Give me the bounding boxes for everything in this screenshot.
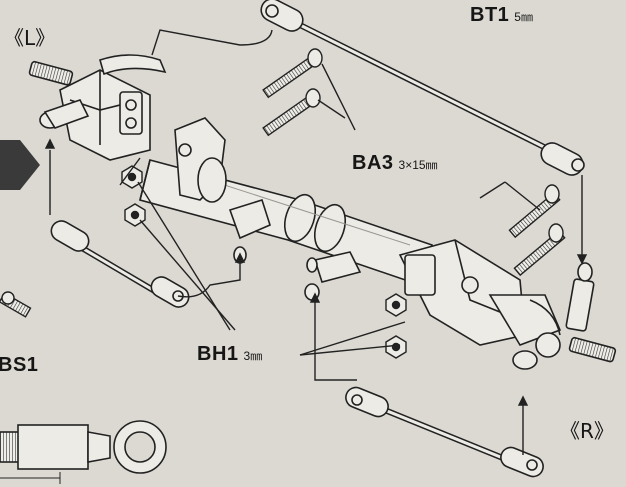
left-knuckle — [28, 54, 227, 203]
label-right-side: 《R》 — [560, 419, 614, 443]
label-bt1: BT1 5㎜ — [470, 4, 533, 27]
label-left-side: 《L》 — [4, 26, 56, 50]
label-ba3-code: BA3 — [352, 152, 394, 174]
lower-tie-rods — [50, 220, 544, 478]
right-knuckle — [398, 239, 617, 370]
label-ba3: BA3 3×15㎜ — [352, 152, 438, 175]
label-bh1-code: BH1 — [197, 343, 239, 365]
label-bs1: BS1 — [0, 354, 38, 377]
label-bt1-size: 5㎜ — [514, 10, 533, 24]
rod-end-inset — [0, 420, 167, 484]
ball-stud-bs1 — [0, 291, 32, 318]
label-bs1-code: BS1 — [0, 354, 39, 376]
label-bh1: BH1 3㎜ — [197, 343, 262, 366]
turnbuckle-rod-bt1 — [260, 0, 585, 176]
label-bh1-size: 3㎜ — [243, 349, 263, 363]
label-ba3-size: 3×15㎜ — [398, 158, 438, 172]
screws-ba3 — [262, 48, 566, 277]
step-arrow-icon — [0, 140, 40, 190]
label-bt1-code: BT1 — [470, 4, 510, 26]
assembly-arrows — [44, 29, 588, 455]
